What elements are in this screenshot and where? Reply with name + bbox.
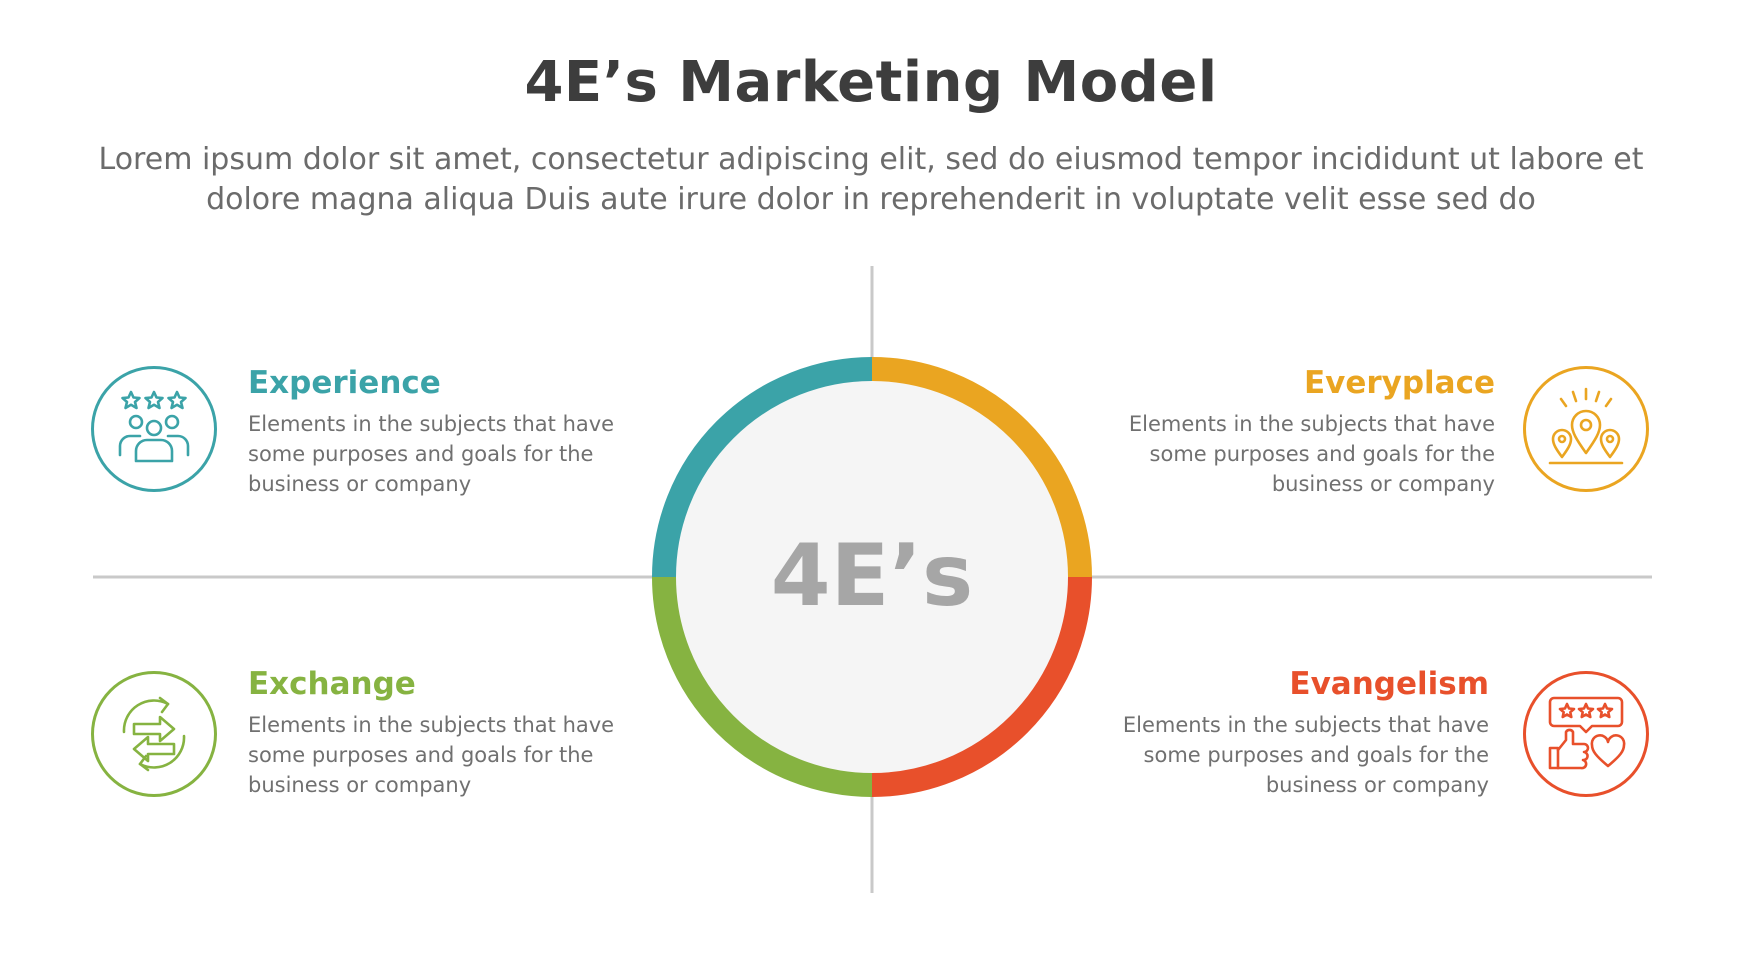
page-title: 4E’s Marketing Model: [524, 50, 1218, 115]
everyplace-heading: Everyplace: [1303, 365, 1495, 401]
center-label: 4E’s: [771, 526, 973, 626]
experience-heading: Experience: [248, 365, 441, 401]
experience-description: Elements in the subjects that have some …: [248, 412, 615, 496]
page-subtitle: Lorem ipsum dolor sit amet, consectetur …: [98, 142, 1644, 217]
experience-icon-circle: [91, 366, 217, 492]
everyplace-description: Elements in the subjects that have some …: [1128, 412, 1495, 496]
ring-segment-exchange: [652, 576, 873, 797]
rated-people-icon: [118, 390, 190, 463]
item-evangelism: Evangelism Elements in the subjects that…: [1069, 664, 1489, 800]
evangelism-description: Elements in the subjects that have some …: [1122, 713, 1489, 797]
item-experience: Experience Elements in the subjects that…: [248, 363, 668, 499]
everyplace-icon-circle: [1523, 366, 1649, 492]
ring-segment-everyplace: [871, 357, 1092, 578]
ring-segment-evangelism: [871, 576, 1092, 797]
item-exchange: Exchange Elements in the subjects that h…: [248, 664, 668, 800]
evangelism-icon-circle: [1523, 671, 1649, 797]
exchange-arrows-icon: [122, 696, 186, 772]
exchange-heading: Exchange: [248, 666, 416, 702]
item-everyplace: Everyplace Elements in the subjects that…: [1075, 363, 1495, 499]
evangelism-heading: Evangelism: [1289, 666, 1489, 702]
location-pins-icon: [1548, 387, 1624, 465]
exchange-description: Elements in the subjects that have some …: [248, 713, 615, 797]
ring-segment-experience: [652, 357, 873, 578]
center-circle: [664, 369, 1080, 785]
review-like-heart-icon: [1548, 696, 1626, 770]
exchange-icon-circle: [91, 671, 217, 797]
